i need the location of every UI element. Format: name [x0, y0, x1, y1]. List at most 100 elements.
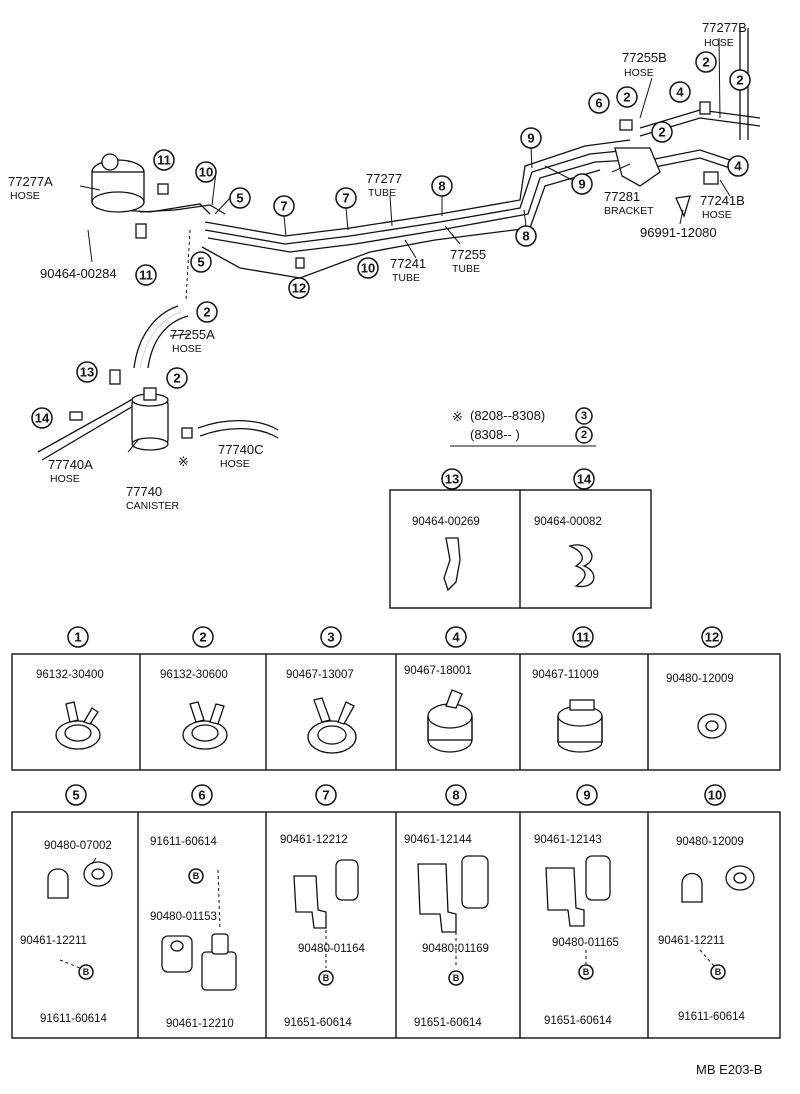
svg-text:9: 9 — [583, 788, 590, 803]
part-90480-01164: 90480-01164 — [298, 943, 366, 955]
callout-8-b: 8 — [515, 225, 537, 247]
callout-10-a: 10 — [195, 161, 217, 183]
callout-7-a: 7 — [273, 195, 295, 217]
svg-text:2: 2 — [199, 630, 206, 645]
bracket-7: 7 90461-12212 90480-01164 B 91651-60614 — [280, 784, 366, 1029]
callout-2-b: 2 — [695, 51, 717, 73]
clip-96991-figure — [675, 195, 691, 218]
callout-2-a: 2 — [616, 86, 638, 108]
callout-4-a: 4 — [669, 81, 691, 103]
svg-text:1: 1 — [74, 630, 81, 645]
sublabel-canister-77740: CANISTER — [126, 500, 180, 512]
svg-text:9: 9 — [527, 131, 534, 146]
bracket-6: 6 91611-60614 B 90480-01153 90461-12210 — [150, 784, 237, 1030]
svg-text:4: 4 — [676, 85, 684, 100]
svg-text:11: 11 — [576, 630, 590, 645]
label-77281: 77281 — [604, 189, 640, 204]
part-90467-13007: 90467-13007 — [286, 669, 354, 681]
part-96132-30400: 96132-30400 — [36, 669, 104, 681]
svg-text:5: 5 — [197, 255, 204, 270]
svg-text:10: 10 — [708, 788, 722, 803]
bracket-9: 9 90461-12143 90480-01165 B 91651-60614 — [534, 784, 619, 1027]
sublabel-hose-77277a: HOSE — [10, 190, 40, 202]
bracket-10: 10 90480-12009 90461-12211 B 91611-60614 — [658, 784, 755, 1023]
svg-text:10: 10 — [199, 165, 213, 180]
canister-top-figure — [91, 153, 145, 213]
callout-14-a: 14 — [31, 407, 53, 429]
label-77277a: 77277A — [8, 174, 53, 189]
sublabel-hose-77255b: HOSE — [624, 67, 654, 79]
canister-figure — [131, 387, 169, 451]
label-77255: 77255 — [450, 247, 486, 262]
svg-text:8: 8 — [452, 788, 459, 803]
svg-text:5: 5 — [236, 191, 243, 206]
callout-9-b: 9 — [571, 173, 593, 195]
svg-text:4: 4 — [452, 630, 460, 645]
label-77740a: 77740A — [48, 457, 93, 472]
part-91611-60614-c: 91611-60614 — [678, 1011, 746, 1023]
svg-text:12: 12 — [292, 281, 306, 296]
callout-2-f: 2 — [166, 367, 188, 389]
part-90480-01153: 90480-01153 — [150, 911, 217, 923]
svg-text:10: 10 — [361, 261, 375, 276]
sublabel-hose-77740c: HOSE — [220, 458, 250, 470]
label-96991-12080: 96991-12080 — [640, 225, 717, 240]
callout-2-d: 2 — [651, 121, 673, 143]
small-fittings — [69, 101, 719, 439]
part-90461-12210: 90461-12210 — [166, 1018, 234, 1030]
part-91611-60614-a: 91611-60614 — [40, 1013, 108, 1025]
diagram-code: MB E203-B — [696, 1062, 762, 1077]
date-note: ※ (8208--8308) 3 (8308-- ) 2 — [450, 407, 596, 447]
svg-text:6: 6 — [595, 96, 602, 111]
callout-4-b: 4 — [727, 155, 749, 177]
clip-figure-13 — [443, 537, 461, 592]
callout-12-a: 12 — [288, 277, 310, 299]
part-90464-00082: 90464-00082 — [534, 516, 602, 528]
clamp-12: 12 90480-12009 — [666, 626, 734, 739]
part-91611-60614-b: 91611-60614 — [150, 836, 218, 848]
callout-5-b: 5 — [190, 251, 212, 273]
asterisk-mark: ※ — [178, 454, 189, 469]
sublabel-tube-77255: TUBE — [452, 263, 480, 275]
detail-box-small: 13 90464-00269 14 90464-00082 — [389, 468, 652, 609]
note-row-2-ref: 2 — [581, 429, 587, 441]
svg-text:B: B — [193, 871, 200, 881]
svg-text:2: 2 — [203, 305, 210, 320]
svg-text:7: 7 — [322, 788, 329, 803]
callout-8-a: 8 — [431, 175, 453, 197]
clamp-3: 3 90467-13007 — [286, 626, 357, 754]
bracket-5: 5 90480-07002 90461-12211 B 91611-60614 — [20, 784, 113, 1025]
part-91651-60614-a: 91651-60614 — [284, 1017, 352, 1029]
note-symbol: ※ — [452, 409, 463, 424]
callout-2-e: 2 — [196, 301, 218, 323]
part-91651-60614-b: 91651-60614 — [414, 1017, 482, 1029]
label-90464-00284: 90464-00284 — [40, 266, 117, 281]
svg-text:2: 2 — [702, 55, 709, 70]
note-row-1: (8208--8308) — [470, 408, 545, 423]
callout-7-b: 7 — [335, 187, 357, 209]
part-90464-00269: 90464-00269 — [412, 516, 480, 528]
svg-text:B: B — [83, 967, 90, 977]
bracket-8: 8 90461-12144 90480-01169 B 91651-60614 — [404, 784, 489, 1029]
callout-11-a: 11 — [153, 149, 175, 171]
label-77277b: 77277B — [702, 20, 747, 35]
svg-text:8: 8 — [522, 229, 529, 244]
svg-text:8: 8 — [438, 179, 445, 194]
part-90480-12009-a: 90480-12009 — [666, 673, 734, 685]
svg-text:B: B — [583, 967, 590, 977]
bracket-row: 5 90480-07002 90461-12211 B 91611-60614 … — [11, 784, 781, 1039]
clamp-row: 1 96132-30400 2 96132-30600 3 90467-1300… — [11, 626, 781, 771]
part-90461-12211-a: 90461-12211 — [20, 935, 87, 947]
sublabel-hose-77255a: HOSE — [172, 343, 202, 355]
svg-text:4: 4 — [734, 159, 742, 174]
part-90461-12211-b: 90461-12211 — [658, 935, 725, 947]
part-labels: 77277B HOSE 77255B HOSE 77277A HOSE 7727… — [8, 20, 747, 512]
note-row-1-ref: 3 — [581, 410, 587, 422]
svg-text:14: 14 — [35, 411, 50, 426]
svg-text:2: 2 — [173, 371, 180, 386]
label-77740: 77740 — [126, 484, 162, 499]
sublabel-hose-77277b: HOSE — [704, 37, 734, 49]
svg-text:9: 9 — [578, 177, 585, 192]
label-77740c: 77740C — [218, 442, 264, 457]
clamp-2: 2 96132-30600 — [160, 626, 228, 750]
